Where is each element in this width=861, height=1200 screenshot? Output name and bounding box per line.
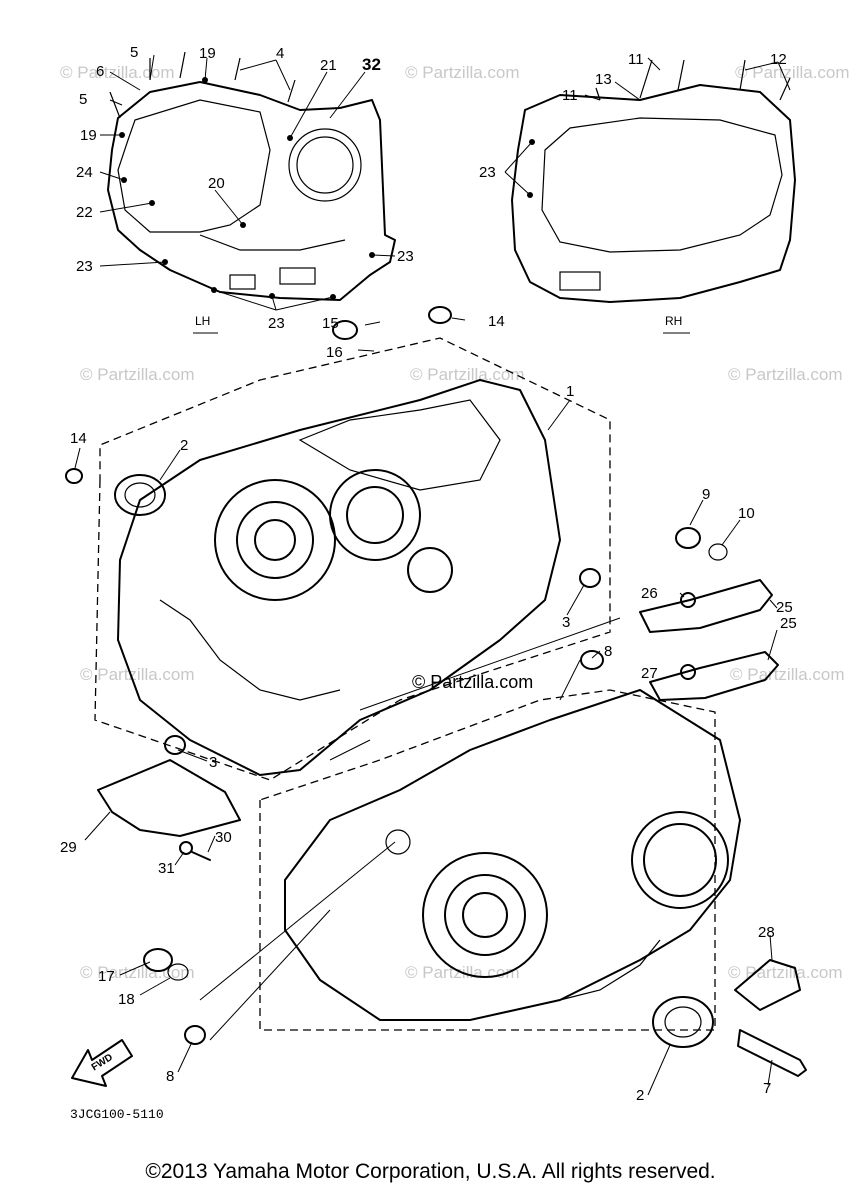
- callout-label: 23: [479, 164, 496, 181]
- callout-label: 24: [76, 164, 93, 181]
- diagram-code: 3JCG100-5110: [70, 1107, 164, 1122]
- callout-label: 14: [70, 430, 87, 447]
- callout-label: 6: [96, 63, 104, 80]
- callout-label: 16: [326, 344, 343, 361]
- callout-label: 4: [276, 45, 284, 62]
- rh-label: RH: [665, 314, 682, 328]
- callout-label: 19: [199, 45, 216, 62]
- watermark: © Partzilla.com: [728, 963, 843, 982]
- watermark: © Partzilla.com: [405, 63, 520, 82]
- watermark: © Partzilla.com: [80, 963, 195, 982]
- watermark: © Partzilla.com: [735, 63, 850, 82]
- callout-label: 25: [776, 599, 793, 616]
- crankcase-right-half: [143, 689, 807, 1077]
- callout-label: 12: [770, 51, 787, 68]
- callout-label: 27: [641, 665, 658, 682]
- leader-lines: [74, 54, 791, 1096]
- callout-label: 7: [763, 1080, 771, 1097]
- callout-label: 22: [76, 204, 93, 221]
- callout-label: 26: [641, 585, 658, 602]
- watermark: © Partzilla.com: [410, 365, 525, 384]
- callout-label: 15: [322, 315, 339, 332]
- callout-label: 31: [158, 860, 175, 877]
- callout-label: 10: [738, 505, 755, 522]
- callout-label: 11: [562, 87, 578, 104]
- callout-label: 28: [758, 924, 775, 941]
- callout-label: 20: [208, 175, 225, 192]
- callout-label: 1: [566, 383, 574, 400]
- callout-label: 32: [362, 55, 381, 74]
- copyright-notice: ©2013 Yamaha Motor Corporation, U.S.A. A…: [145, 1160, 716, 1183]
- callout-label: 3: [562, 614, 570, 631]
- callout-label: 13: [595, 71, 612, 88]
- callout-label: 29: [60, 839, 77, 856]
- callout-label: 5: [130, 44, 138, 61]
- side-labels: LH RH: [193, 314, 690, 334]
- watermark: © Partzilla.com: [80, 665, 195, 684]
- callout-label: 23: [268, 315, 285, 332]
- callout-label: 11: [628, 51, 644, 68]
- watermark: © Partzilla.com: [730, 665, 845, 684]
- watermark-layer: © Partzilla.com © Partzilla.com © Partzi…: [60, 63, 850, 982]
- callout-label: 3: [209, 754, 217, 771]
- watermark-center: © Partzilla.com: [412, 672, 533, 692]
- callout-label: 8: [604, 643, 612, 660]
- callout-label: 18: [118, 991, 135, 1008]
- lh-crankcase-gasket-view: [107, 51, 396, 301]
- callout-label: 8: [166, 1068, 174, 1085]
- watermark: © Partzilla.com: [728, 365, 843, 384]
- callout-label: 25: [780, 615, 797, 632]
- callout-label: 19: [80, 127, 97, 144]
- callout-label: 21: [320, 57, 337, 74]
- callout-label: 23: [76, 258, 93, 275]
- callout-label: 30: [215, 829, 232, 846]
- callout-label: 14: [488, 313, 505, 330]
- callout-numbers: 5 19 4 21 32 6 5 19 24 20 22 23 23 23 11…: [60, 44, 797, 1104]
- crankcase-left-half: [65, 306, 779, 861]
- watermark: © Partzilla.com: [60, 63, 175, 82]
- callout-label: 2: [180, 437, 188, 454]
- callout-label: 23: [397, 248, 414, 265]
- callout-label: 5: [79, 91, 87, 108]
- callout-label: 9: [702, 486, 710, 503]
- rh-crankcase-gasket-view: [511, 59, 796, 303]
- callout-label: 2: [636, 1087, 644, 1104]
- callout-label: 17: [98, 968, 115, 985]
- watermark: © Partzilla.com: [80, 365, 195, 384]
- lh-label: LH: [195, 314, 210, 328]
- fwd-arrow: FWD: [71, 1039, 133, 1087]
